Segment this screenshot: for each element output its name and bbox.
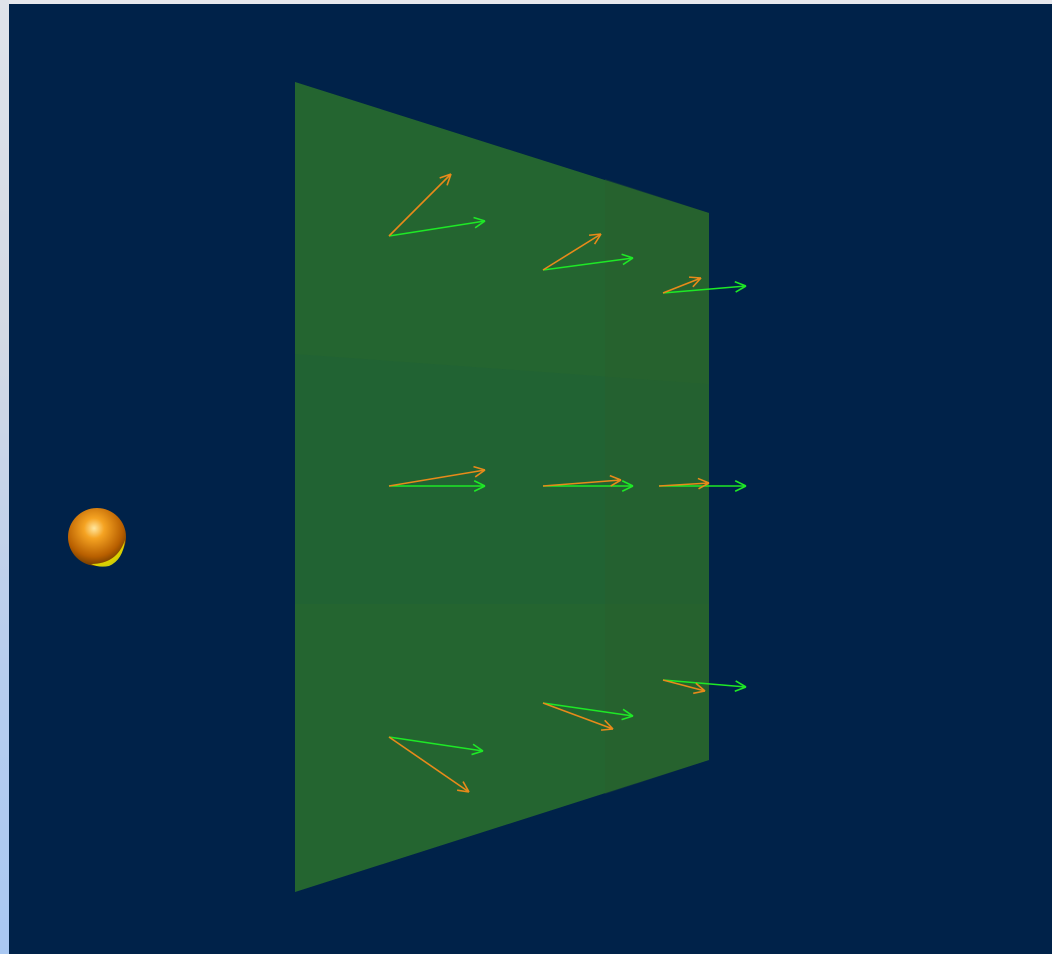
arrow-head: [689, 277, 701, 278]
3d-viewport[interactable]: [9, 4, 1052, 954]
gaussian-surface[interactable]: [295, 82, 709, 892]
window-left-border: [0, 0, 9, 954]
scene-canvas[interactable]: [9, 4, 1052, 954]
arrow-head: [601, 729, 613, 730]
